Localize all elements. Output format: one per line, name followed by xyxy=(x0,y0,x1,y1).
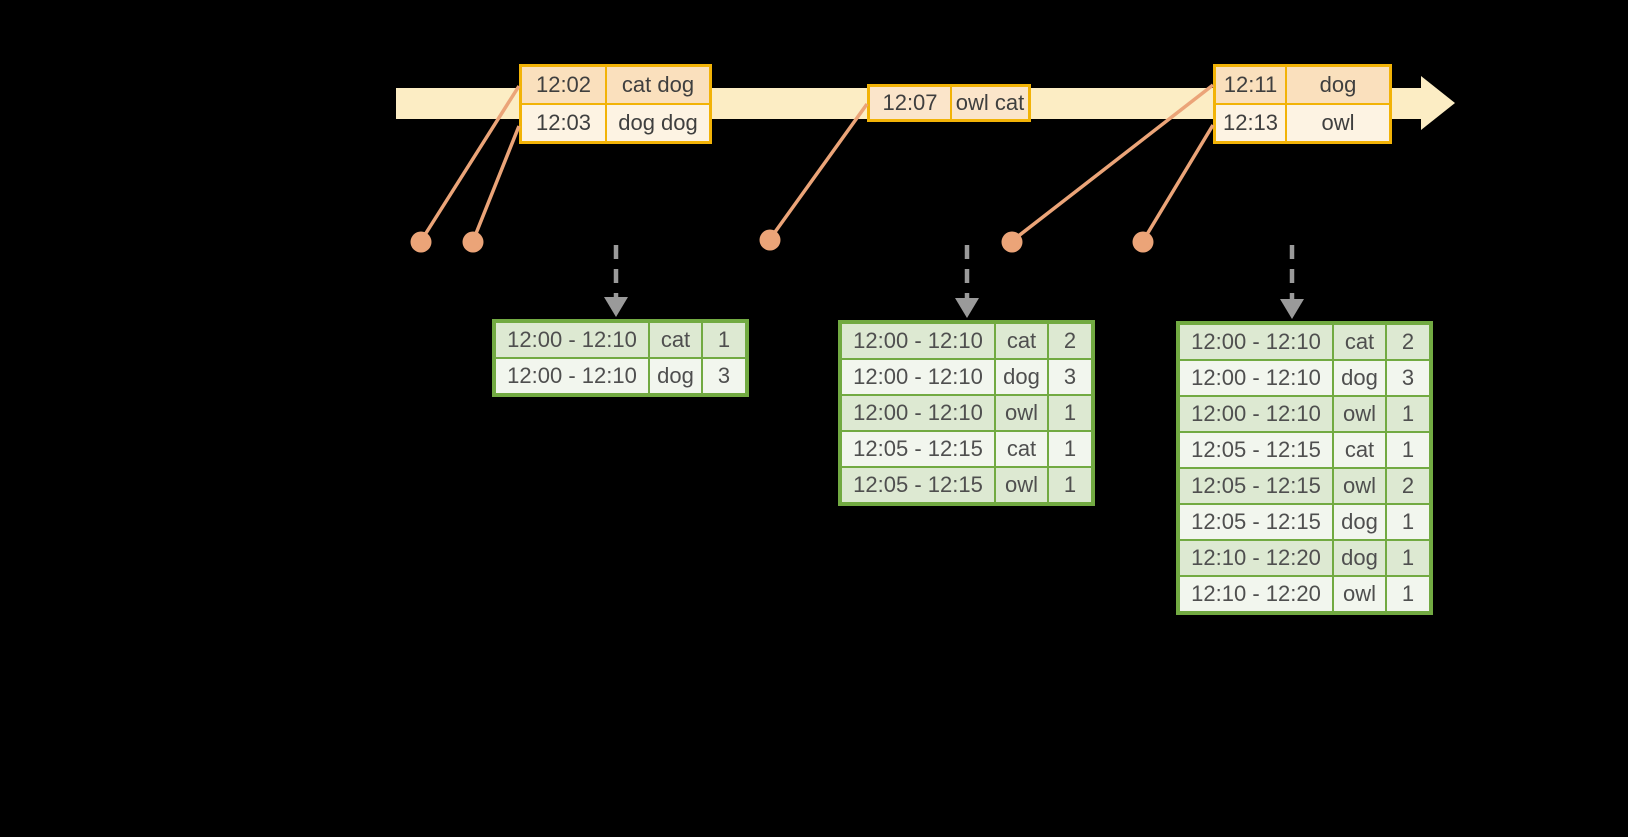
window-cell: 12:00 - 12:10 xyxy=(1180,397,1332,431)
window-cell: 12:10 - 12:20 xyxy=(1180,577,1332,611)
arrow-down-icon xyxy=(1280,299,1304,319)
arrow-down-icon xyxy=(604,297,628,317)
event-time-cell: 12:03 xyxy=(522,105,605,141)
count-cell: 1 xyxy=(1049,468,1091,502)
trigger-arrowheads xyxy=(604,297,1304,319)
word-cell: owl xyxy=(996,468,1047,502)
event-mapping-line xyxy=(1141,124,1215,242)
event-dot-icon xyxy=(759,229,781,251)
word-cell: owl xyxy=(996,396,1047,430)
event-words-cell: owl xyxy=(1287,105,1389,141)
count-cell: 1 xyxy=(1387,541,1429,575)
word-cell: dog xyxy=(996,360,1047,394)
arrow-down-icon xyxy=(955,298,979,318)
event-words-cell: dog dog xyxy=(607,105,709,141)
window-cell: 12:00 - 12:10 xyxy=(842,360,994,394)
event-words-cell: cat dog xyxy=(607,67,709,103)
trigger-arrows xyxy=(613,245,1295,300)
count-cell: 1 xyxy=(703,323,745,357)
window-cell: 12:05 - 12:15 xyxy=(1180,433,1332,467)
event-dot-icon xyxy=(462,231,484,253)
count-cell: 3 xyxy=(1387,361,1429,395)
count-cell: 1 xyxy=(1049,432,1091,466)
event-dot-icon xyxy=(1132,231,1154,253)
event-dots xyxy=(410,229,1154,253)
count-cell: 1 xyxy=(1049,396,1091,430)
event-time-axis-arrowhead-icon xyxy=(1421,76,1455,130)
count-cell: 1 xyxy=(1387,433,1429,467)
word-cell: dog xyxy=(650,359,701,393)
count-cell: 2 xyxy=(1049,324,1091,358)
window-cell: 12:00 - 12:10 xyxy=(842,396,994,430)
event-time-cell: 12:07 xyxy=(870,87,950,119)
count-cell: 3 xyxy=(703,359,745,393)
event-dot-icon xyxy=(1001,231,1023,253)
word-cell: dog xyxy=(1334,505,1385,539)
event-mapping-line xyxy=(768,102,869,241)
word-cell: cat xyxy=(650,323,701,357)
event-time-cell: 12:11 xyxy=(1216,67,1285,103)
window-cell: 12:00 - 12:10 xyxy=(1180,361,1332,395)
window-cell: 12:05 - 12:15 xyxy=(842,468,994,502)
window-cell: 12:00 - 12:10 xyxy=(496,359,648,393)
result-table-2: 12:00 - 12:10 cat 2 12:00 - 12:10 dog 3 … xyxy=(838,320,1095,506)
window-cell: 12:10 - 12:20 xyxy=(1180,541,1332,575)
word-cell: owl xyxy=(1334,577,1385,611)
input-events-table-1: 12:02 cat dog 12:03 dog dog xyxy=(519,64,712,144)
count-cell: 3 xyxy=(1049,360,1091,394)
word-cell: owl xyxy=(1334,469,1385,503)
word-cell: cat xyxy=(996,324,1047,358)
window-cell: 12:00 - 12:10 xyxy=(1180,325,1332,359)
count-cell: 1 xyxy=(1387,397,1429,431)
word-cell: dog xyxy=(1334,541,1385,575)
count-cell: 1 xyxy=(1387,505,1429,539)
word-cell: cat xyxy=(1334,325,1385,359)
event-time-cell: 12:02 xyxy=(522,67,605,103)
input-events-table-3: 12:11 dog 12:13 owl xyxy=(1213,64,1392,144)
count-cell: 2 xyxy=(1387,469,1429,503)
window-cell: 12:05 - 12:15 xyxy=(1180,469,1332,503)
word-cell: owl xyxy=(1334,397,1385,431)
result-table-3: 12:00 - 12:10 cat 2 12:00 - 12:10 dog 3 … xyxy=(1176,321,1433,615)
count-cell: 2 xyxy=(1387,325,1429,359)
word-cell: dog xyxy=(1334,361,1385,395)
window-cell: 12:05 - 12:15 xyxy=(1180,505,1332,539)
event-mapping-line xyxy=(471,125,521,242)
window-cell: 12:00 - 12:10 xyxy=(842,324,994,358)
event-words-cell: dog xyxy=(1287,67,1389,103)
window-cell: 12:00 - 12:10 xyxy=(496,323,648,357)
input-events-table-2: 12:07 owl cat xyxy=(867,84,1031,122)
event-words-cell: owl cat xyxy=(952,87,1028,119)
event-time-cell: 12:13 xyxy=(1216,105,1285,141)
event-dot-icon xyxy=(410,231,432,253)
result-table-1: 12:00 - 12:10 cat 1 12:00 - 12:10 dog 3 xyxy=(492,319,749,397)
word-cell: cat xyxy=(1334,433,1385,467)
count-cell: 1 xyxy=(1387,577,1429,611)
word-cell: cat xyxy=(996,432,1047,466)
window-cell: 12:05 - 12:15 xyxy=(842,432,994,466)
